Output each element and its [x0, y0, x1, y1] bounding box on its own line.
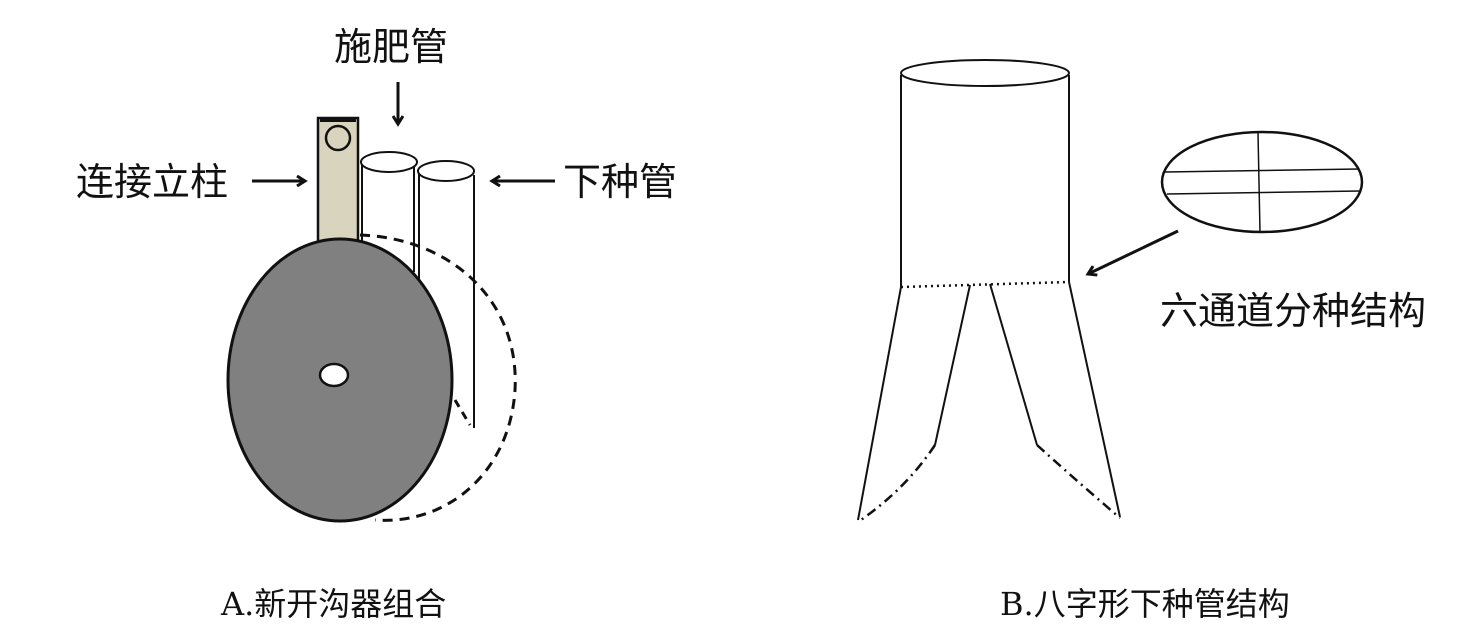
- caption-panel-b: B.八字形下种管结构: [1000, 585, 1290, 623]
- six-channel-section: [1160, 130, 1364, 234]
- seed-tube: [417, 160, 475, 428]
- panel-a-drawing: [226, 82, 555, 523]
- label-support-column: 连接立柱: [76, 160, 229, 204]
- label-seed-tube: 下种管: [563, 160, 678, 204]
- disc-hub-hole: [318, 362, 350, 388]
- label-six-channel: 六通道分种结构: [1160, 289, 1427, 333]
- arrow-icon: [1088, 229, 1179, 274]
- rear-disc-inner-dash: [453, 399, 472, 426]
- panel-b-drawing: [857, 59, 1364, 524]
- caption-panel-a: A.新开沟器组合: [221, 585, 447, 623]
- rear-disc-outline: [359, 233, 517, 522]
- support-column: [316, 116, 360, 250]
- label-fertilizer-tube: 施肥管: [334, 25, 449, 69]
- fertilizer-tube: [360, 151, 418, 272]
